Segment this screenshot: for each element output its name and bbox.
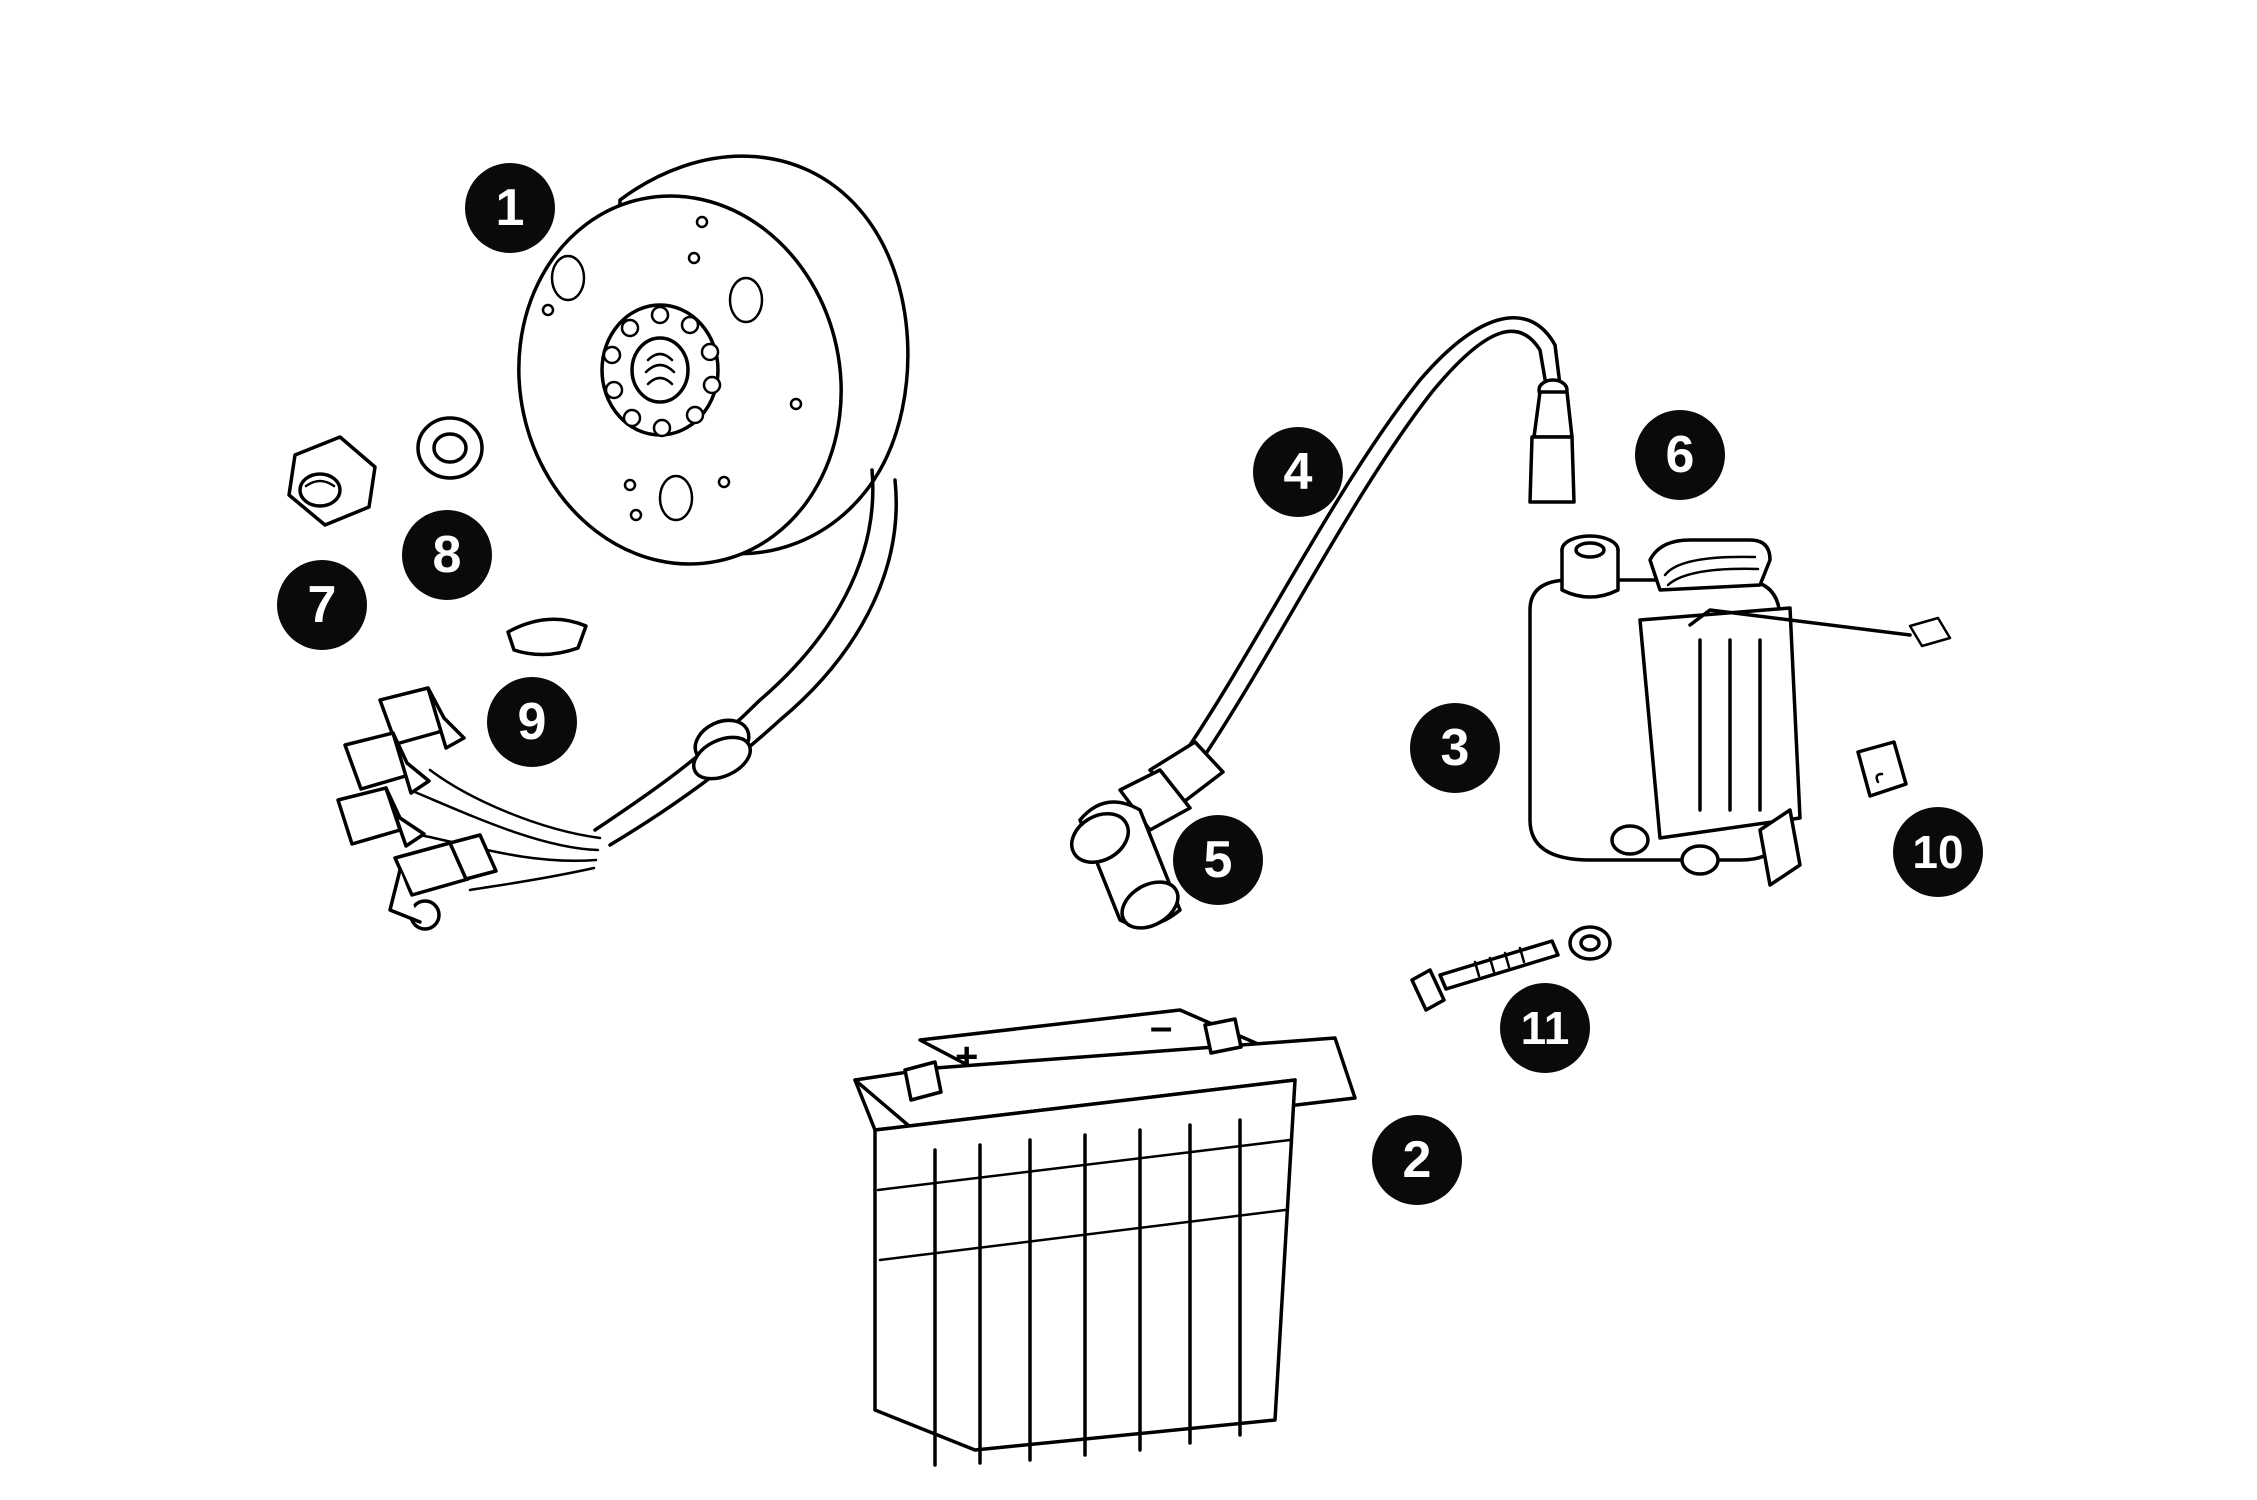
flywheel-part [336,154,910,931]
callout-label: 5 [1204,831,1233,889]
callout-6: 6 [1635,410,1725,500]
ignition-coil-part [1528,534,1952,887]
callout-label: 10 [1912,826,1963,878]
callout-10: 10 [1893,807,1983,897]
hex-nut-part [287,435,377,527]
lead-terminal-part [1528,378,1576,504]
callout-label: 7 [308,576,337,634]
callout-label: 11 [1521,1002,1570,1054]
callout-2: 2 [1372,1115,1462,1205]
callout-label: 2 [1403,1131,1432,1189]
battery-minus-mark: – [1150,1005,1172,1049]
callout-label: 1 [496,179,525,237]
battery-part: + – [853,1005,1357,1467]
callout-9: 9 [487,677,577,767]
battery-plus-mark: + [955,1035,978,1079]
callout-7: 7 [277,560,367,650]
woodruff-key-part [506,617,588,657]
callout-label: 8 [433,526,462,584]
callout-label: 4 [1284,443,1313,501]
callout-11: 11 [1500,983,1590,1073]
callout-label: 3 [1441,719,1470,777]
callout-label: 9 [518,693,547,751]
coil-clip-part [1856,740,1908,798]
callout-1: 1 [465,163,555,253]
spark-plug-cap-part [1070,740,1225,930]
ignition-lead-part [1070,316,1576,930]
bolt-and-washer-part [1410,925,1612,1012]
callout-8: 8 [402,510,492,600]
washer-part [416,416,484,480]
callout-3: 3 [1410,703,1500,793]
callout-4: 4 [1253,427,1343,517]
callout-label: 6 [1666,426,1695,484]
callout-5: 5 [1173,815,1263,905]
